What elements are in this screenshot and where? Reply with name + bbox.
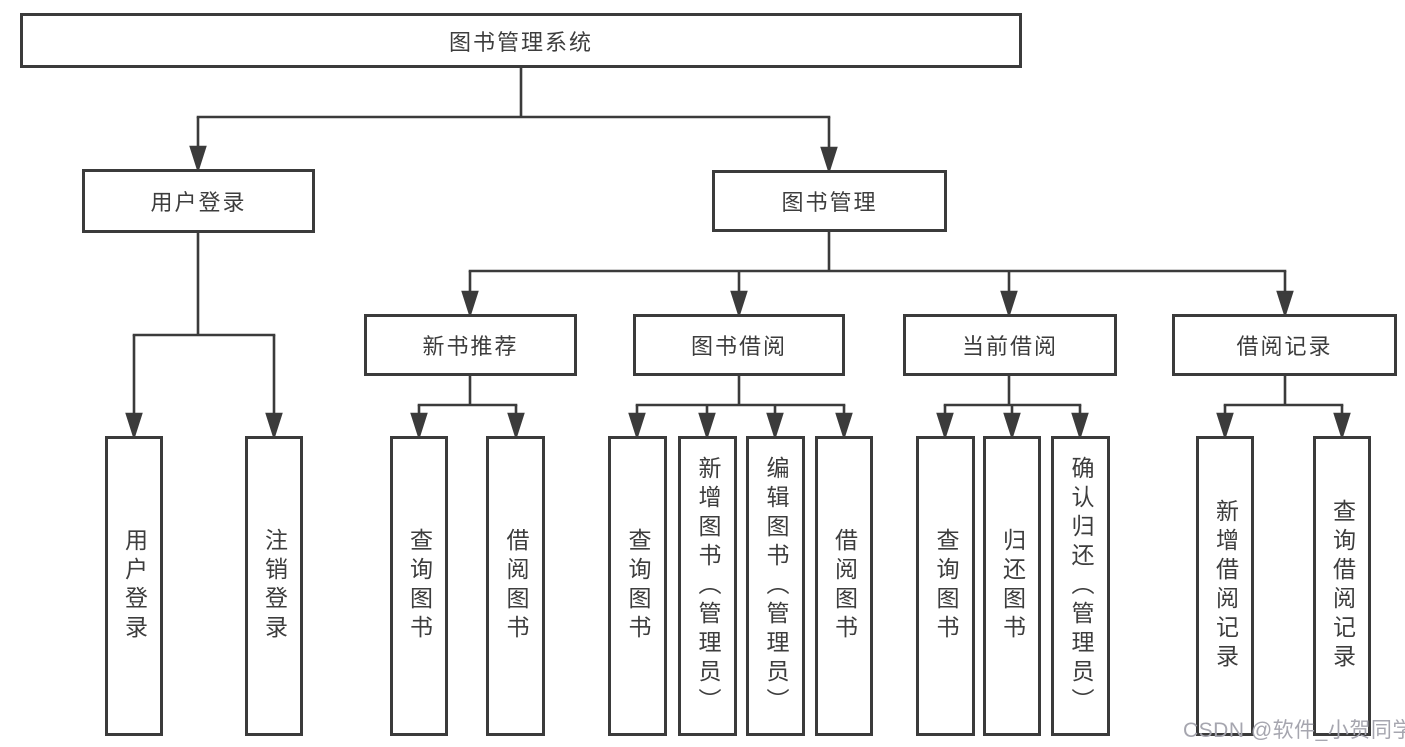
csdn-watermark: CSDN @软件_小贺同学 <box>1183 719 1405 742</box>
leaf-recommend-borrow-books: 借阅图书 <box>486 436 545 736</box>
leaf-borrowing-add-book-admin-label: 新增图书（管理员） <box>695 455 721 717</box>
leaf-current-query-books: 查询图书 <box>916 436 975 736</box>
node-library-management-system: 图书管理系统 <box>20 13 1022 68</box>
leaf-records-add-record: 新增借阅记录 <box>1196 436 1254 736</box>
leaf-borrowing-add-book-admin: 新增图书（管理员） <box>678 436 737 736</box>
leaf-current-confirm-return-admin-label: 确认归还（管理员） <box>1068 455 1094 717</box>
node-current-borrowing: 当前借阅 <box>903 314 1117 376</box>
leaf-borrowing-edit-book-admin-label: 编辑图书（管理员） <box>763 455 789 717</box>
leaf-borrowing-borrow-books-label: 借阅图书 <box>831 528 858 644</box>
leaf-recommend-borrow-books-label: 借阅图书 <box>503 528 529 644</box>
leaf-current-confirm-return-admin: 确认归还（管理员） <box>1051 436 1110 736</box>
leaf-borrowing-edit-book-admin: 编辑图书（管理员） <box>746 436 805 736</box>
node-user-login: 用户登录 <box>82 169 315 233</box>
leaf-logout-label: 注销登录 <box>261 528 288 644</box>
leaf-current-query-books-label: 查询图书 <box>933 528 959 644</box>
leaf-records-add-record-label: 新增借阅记录 <box>1212 499 1239 673</box>
node-book-management: 图书管理 <box>712 170 947 232</box>
node-borrowing-records: 借阅记录 <box>1172 314 1397 376</box>
leaf-user-login-label: 用户登录 <box>121 528 148 644</box>
node-book-borrowing: 图书借阅 <box>633 314 845 376</box>
tree-connectors <box>125 68 1351 441</box>
leaf-user-login: 用户登录 <box>105 436 163 736</box>
leaf-logout: 注销登录 <box>245 436 303 736</box>
leaf-borrowing-query-books-label: 查询图书 <box>625 528 651 644</box>
leaf-borrowing-borrow-books: 借阅图书 <box>815 436 873 736</box>
node-new-book-recommendation: 新书推荐 <box>364 314 577 376</box>
leaf-recommend-query-books: 查询图书 <box>390 436 448 736</box>
leaf-borrowing-query-books: 查询图书 <box>608 436 667 736</box>
leaf-records-query-record-label: 查询借阅记录 <box>1329 499 1356 673</box>
leaf-current-return-books: 归还图书 <box>983 436 1041 736</box>
leaf-records-query-record: 查询借阅记录 <box>1313 436 1371 736</box>
leaf-recommend-query-books-label: 查询图书 <box>406 528 433 644</box>
leaf-current-return-books-label: 归还图书 <box>999 528 1026 644</box>
